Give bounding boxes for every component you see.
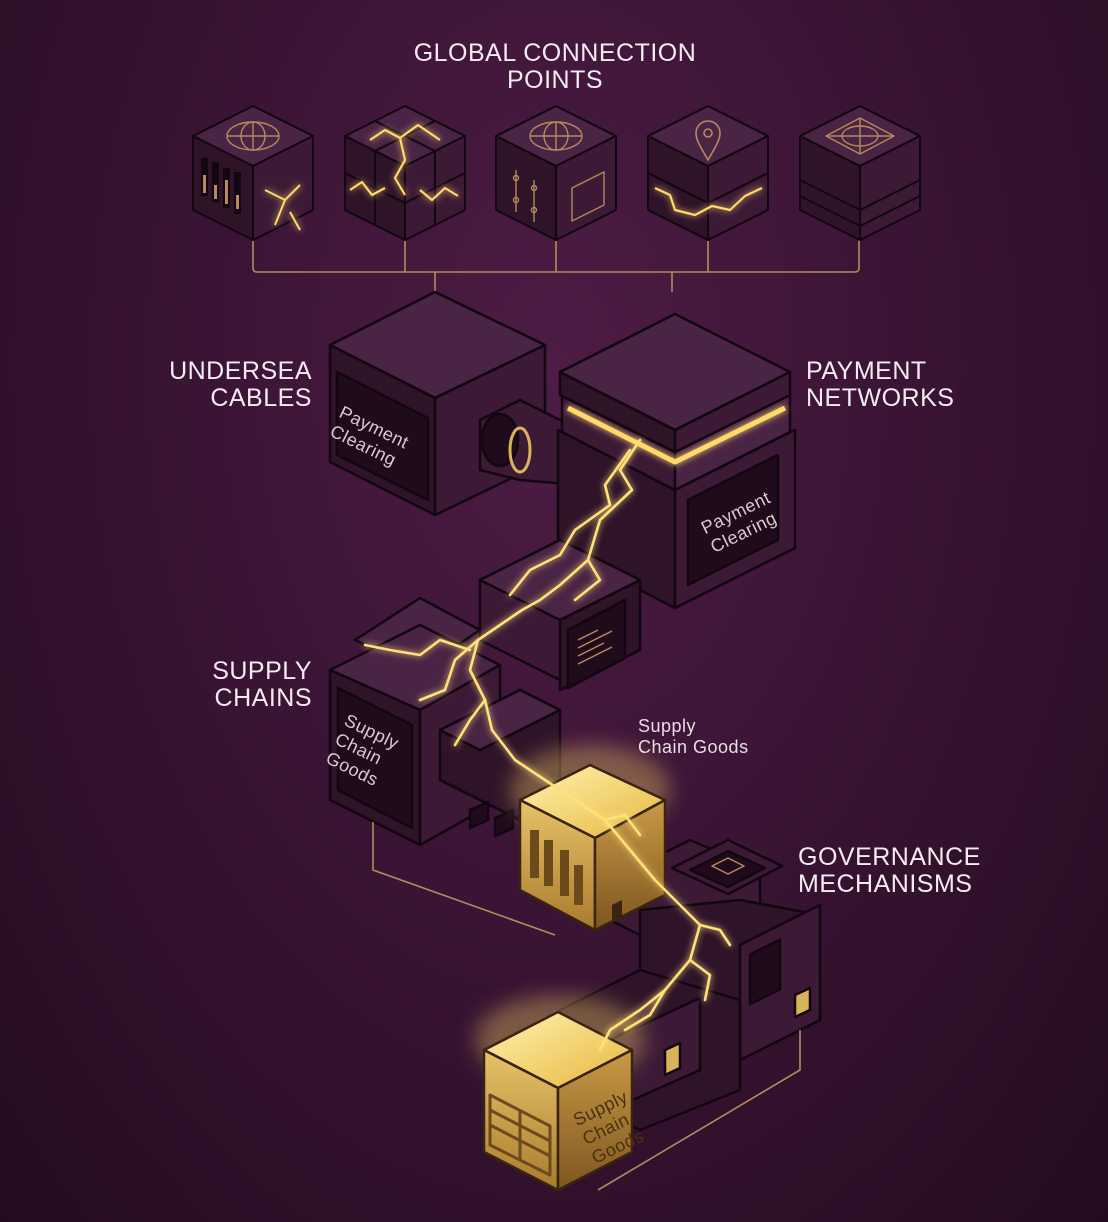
top-cube-3 <box>495 105 617 241</box>
top-connector-lines <box>252 238 860 292</box>
diamond-grid-icon <box>825 117 895 155</box>
label-payment-networks: PAYMENT NETWORKS <box>806 358 1006 412</box>
label-governance-mechanisms: GOVERNANCE MECHANISMS <box>798 844 1038 898</box>
label-line: UNDERSEA <box>169 357 312 385</box>
label-line: NETWORKS <box>806 384 955 412</box>
payment-networks-cube <box>556 312 797 610</box>
label-line: MECHANISMS <box>798 870 973 898</box>
location-pin-icon <box>695 120 721 161</box>
top-cube-4 <box>647 105 769 241</box>
label-undersea-cables: UNDERSEA CABLES <box>150 358 312 412</box>
globe-icon <box>529 121 583 151</box>
globe-icon <box>226 121 280 151</box>
gold-cube-final <box>475 995 645 1192</box>
label-line: CABLES <box>210 384 312 412</box>
label-line: SUPPLY <box>212 657 312 685</box>
lower-bracket-lines <box>372 822 801 1191</box>
top-cube-1 <box>192 105 314 241</box>
label-line: CHAINS <box>214 684 312 712</box>
lightning-path <box>363 438 732 1052</box>
label-supply-chains: SUPPLY CHAINS <box>150 658 312 712</box>
top-cube-2 <box>344 105 466 241</box>
caption-supply-chain-goods: Supply Chain Goods <box>638 716 788 758</box>
page-title: GLOBAL CONNECTION POINTS <box>380 40 730 94</box>
label-line: GOVERNANCE <box>798 843 981 871</box>
title-line-1: GLOBAL CONNECTION <box>413 39 697 67</box>
top-cube-5 <box>799 105 921 241</box>
caption-line: Supply <box>638 716 697 736</box>
title-line-2: POINTS <box>506 66 604 94</box>
label-line: PAYMENT <box>806 357 927 385</box>
gold-cube-middle <box>510 745 670 932</box>
caption-line: Chain Goods <box>638 737 749 757</box>
cracked-cube-icon <box>349 123 459 202</box>
